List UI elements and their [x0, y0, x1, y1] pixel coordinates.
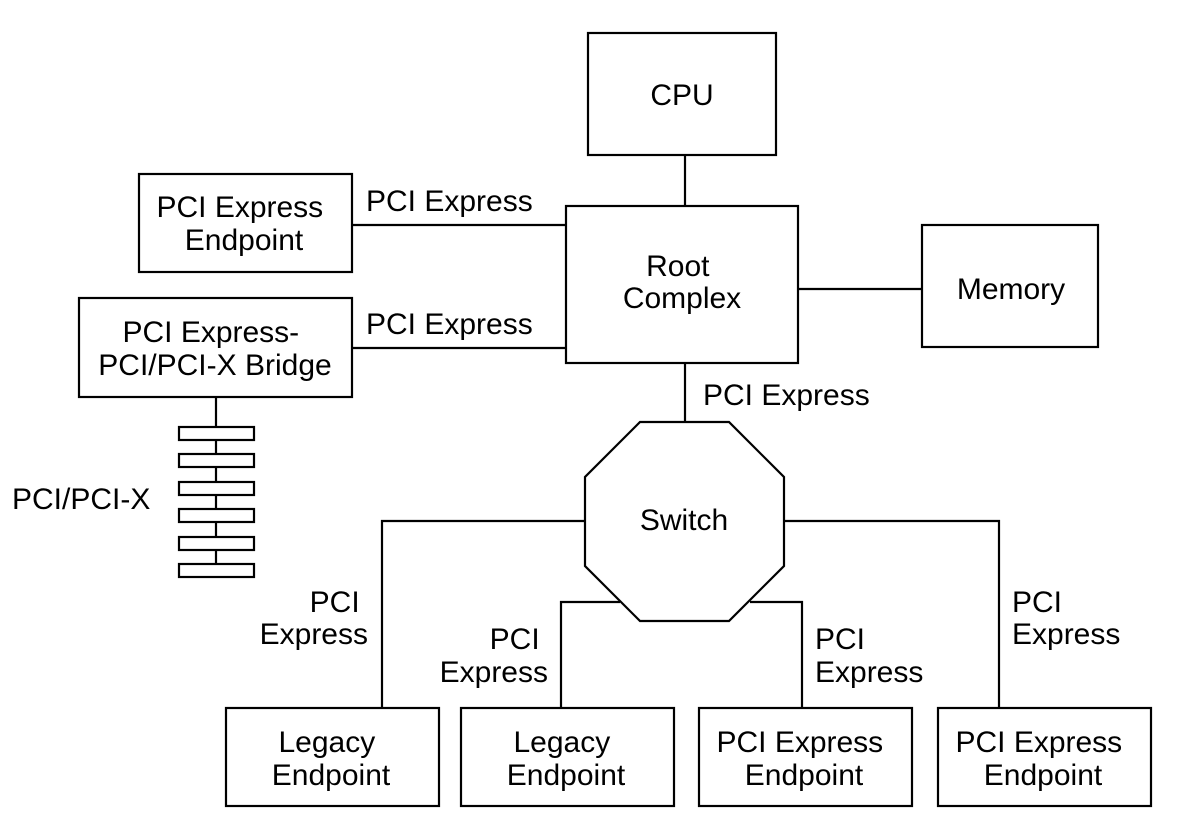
pci-slot — [177, 507, 256, 524]
bridge-link-label-line: PCI Express — [366, 308, 533, 341]
pcie-endpoint-top-label-line-2: Endpoint — [185, 224, 304, 257]
endpoint-3-link-label: PCI Express — [815, 623, 923, 689]
legacy-endpoint-2-label-line-1: Legacy — [513, 726, 610, 759]
legacy-2-link-label-line-2: Express — [440, 656, 548, 689]
endpoint-4-link-label: PCI Express — [1012, 586, 1120, 651]
legacy-endpoint-1-label: Legacy Endpoint — [272, 726, 391, 792]
pcie-endpoint-4-label-line-2: Endpoint — [984, 759, 1103, 792]
pci-slot — [177, 480, 256, 497]
endpoint-3-link-label-line-1: PCI — [815, 623, 865, 656]
pci-slot — [177, 562, 256, 579]
cpu-label-line: CPU — [650, 79, 713, 112]
pcie-endpoint-3-label-line-1: PCI Express — [716, 726, 883, 759]
pcie-endpoint-4-label: PCI Express Endpoint — [955, 726, 1130, 792]
cpu-box — [586, 31, 778, 157]
nodes — [77, 31, 1153, 808]
pci-slot — [177, 425, 256, 442]
endpoint-top-link-label-line: PCI Express — [366, 185, 533, 218]
pci-bus-label-line: PCI/PCI-X — [12, 483, 150, 516]
memory-label: Memory — [957, 273, 1065, 306]
bridge-box — [77, 296, 354, 399]
memory-label-line: Memory — [957, 273, 1065, 306]
pci-bus-slots — [177, 425, 256, 579]
legacy-endpoint-1-label-line-1: Legacy — [278, 726, 375, 759]
switch-octagon — [583, 420, 786, 623]
endpoint-3-link-label-line-2: Express — [815, 656, 923, 689]
bridge-label-line-1: PCI Express- — [122, 316, 299, 349]
endpoint-4-link-label-line-2: Express — [1012, 618, 1120, 651]
pcie-endpoint-3-label-line-2: Endpoint — [745, 759, 864, 792]
switch-label-line: Switch — [640, 504, 728, 537]
root-complex-label: Root Complex — [623, 250, 741, 315]
cpu-label: CPU — [650, 79, 713, 112]
pcie-endpoint-3-box — [697, 706, 914, 808]
switch-label: Switch — [640, 504, 728, 537]
bridge-link-label: PCI Express — [366, 308, 533, 341]
bridge-label: PCI Express- PCI/PCI-X Bridge — [98, 316, 331, 382]
switch-legacy-1-link — [380, 519, 585, 708]
pci-slot — [177, 452, 256, 469]
legacy-2-link-label: PCI Express — [440, 623, 548, 689]
root-switch-link-label: PCI Express — [703, 379, 870, 412]
legacy-2-link-label-line-1: PCI — [490, 623, 540, 656]
legacy-1-link-label-line-1: PCI — [310, 586, 360, 619]
legacy-1-link-label: PCI Express — [260, 586, 368, 651]
pcie-endpoint-3-label: PCI Express Endpoint — [716, 726, 891, 792]
legacy-endpoint-1-label-line-2: Endpoint — [272, 759, 391, 792]
pcie-endpoint-top-box — [137, 172, 354, 274]
memory-box — [920, 223, 1100, 349]
legacy-1-link-label-line-2: Express — [260, 618, 368, 651]
endpoint-top-link-label: PCI Express — [366, 185, 533, 218]
legacy-endpoint-2-label: Legacy Endpoint — [507, 726, 626, 792]
legacy-endpoint-1-box — [224, 706, 441, 808]
pcie-endpoint-4-box — [936, 706, 1153, 808]
root-switch-link-label-line: PCI Express — [703, 379, 870, 412]
switch-endpoint-3-link — [750, 600, 804, 708]
link-labels: PCI Express PCI Express PCI Express PCI/… — [12, 185, 1120, 689]
root-complex-box — [564, 204, 800, 365]
pci-slot — [177, 535, 256, 552]
root-complex-label-line-2: Complex — [623, 282, 741, 315]
pcie-endpoint-top-label-line-1: PCI Express — [156, 191, 323, 224]
switch-legacy-2-link — [559, 600, 620, 708]
pcie-endpoint-4-label-line-1: PCI Express — [955, 726, 1122, 759]
legacy-endpoint-2-label-line-2: Endpoint — [507, 759, 626, 792]
pci-bus-label: PCI/PCI-X — [12, 483, 150, 516]
switch-endpoint-4-link — [784, 519, 1001, 708]
endpoint-4-link-label-line-1: PCI — [1012, 586, 1062, 619]
root-complex-label-line-1: Root — [646, 250, 710, 283]
bridge-label-line-2: PCI/PCI-X Bridge — [98, 349, 331, 382]
node-labels: CPU Root Complex Memory PCI Express Endp… — [98, 79, 1130, 792]
legacy-endpoint-2-box — [459, 706, 676, 808]
pcie-endpoint-top-label: PCI Express Endpoint — [156, 191, 331, 257]
